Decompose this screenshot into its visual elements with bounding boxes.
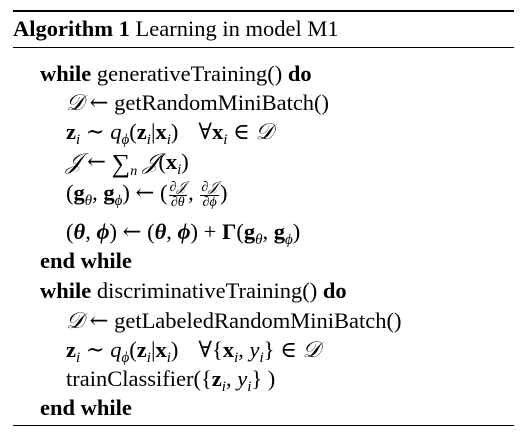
kw-end-while: end while: [40, 395, 132, 420]
loop1-end: end while: [13, 248, 132, 274]
loop1-line-sample: zi ∼ qϕ(zi|xi)∀xi ∈ 𝒟: [13, 119, 273, 153]
math-sample-expression: zi ∼ qϕ(zi|xi)∀xi ∈ 𝒟: [66, 119, 274, 148]
loop1-line-update: (θ, ϕ) ← (θ, ϕ) + Γ(gθ, gϕ): [13, 219, 300, 253]
loop2-line-sample: zi ∼ qϕ(zi|xi)∀{xi, yi} ∈ 𝒟: [13, 337, 320, 371]
math-objective-expression: 𝒥 ← ∑n 𝒥(xi): [66, 149, 189, 179]
caption-rule: [13, 47, 514, 48]
loop2-line-train: trainClassifier({zi, yi} ): [13, 366, 275, 400]
kw-end-while: end while: [40, 248, 132, 273]
loop1-line-batch: 𝒟 ← getRandomMiniBatch(): [13, 90, 329, 116]
loop1-line-objective: 𝒥 ← ∑n 𝒥(xi): [13, 149, 189, 185]
loop2-get-batch: getLabeledRandomMiniBatch(): [114, 308, 402, 333]
loop2-condition: discriminativeTraining(): [96, 278, 318, 303]
math-assign-arrow: ←: [89, 308, 109, 334]
math-sample-expression: zi ∼ qϕ(zi|xi)∀{xi, yi} ∈ 𝒟: [66, 337, 321, 366]
bottom-rule: [13, 425, 514, 426]
loop2-end: end while: [13, 395, 132, 421]
math-dataset: 𝒟: [66, 90, 84, 116]
loop1-get-batch: getRandomMiniBatch(): [114, 90, 330, 115]
loop1-header: while generativeTraining() do: [13, 61, 312, 87]
loop2-header: while discriminativeTraining() do: [13, 278, 347, 304]
math-train-args: {zi, yi} ): [200, 366, 276, 395]
kw-do: do: [322, 278, 347, 303]
math-update-expression: (θ, ϕ) ← (θ, ϕ) + Γ(gθ, gϕ): [66, 219, 301, 248]
math-assign-arrow: ←: [89, 90, 109, 116]
loop2-train-fn: trainClassifier(: [66, 366, 201, 391]
top-rule: [13, 10, 514, 12]
algorithm-label: Algorithm 1: [13, 16, 130, 41]
loop1-condition: generativeTraining(): [96, 61, 283, 86]
algorithm-caption: Algorithm 1 Learning in model M1: [13, 14, 339, 44]
loop2-line-batch: 𝒟 ← getLabeledRandomMiniBatch(): [13, 308, 402, 334]
math-dataset: 𝒟: [66, 308, 84, 334]
algorithm-title: Learning in model M1: [135, 16, 339, 41]
math-gradient-expression: (gθ, gϕ) ← (∂𝒥∂θ, ∂𝒥∂ϕ): [66, 179, 228, 210]
kw-while: while: [40, 278, 92, 303]
loop1-line-gradients: (gθ, gϕ) ← (∂𝒥∂θ, ∂𝒥∂ϕ): [13, 180, 227, 214]
algorithm-block: Algorithm 1 Learning in model M1 while g…: [13, 0, 514, 442]
kw-while: while: [40, 61, 92, 86]
kw-do: do: [287, 61, 312, 86]
